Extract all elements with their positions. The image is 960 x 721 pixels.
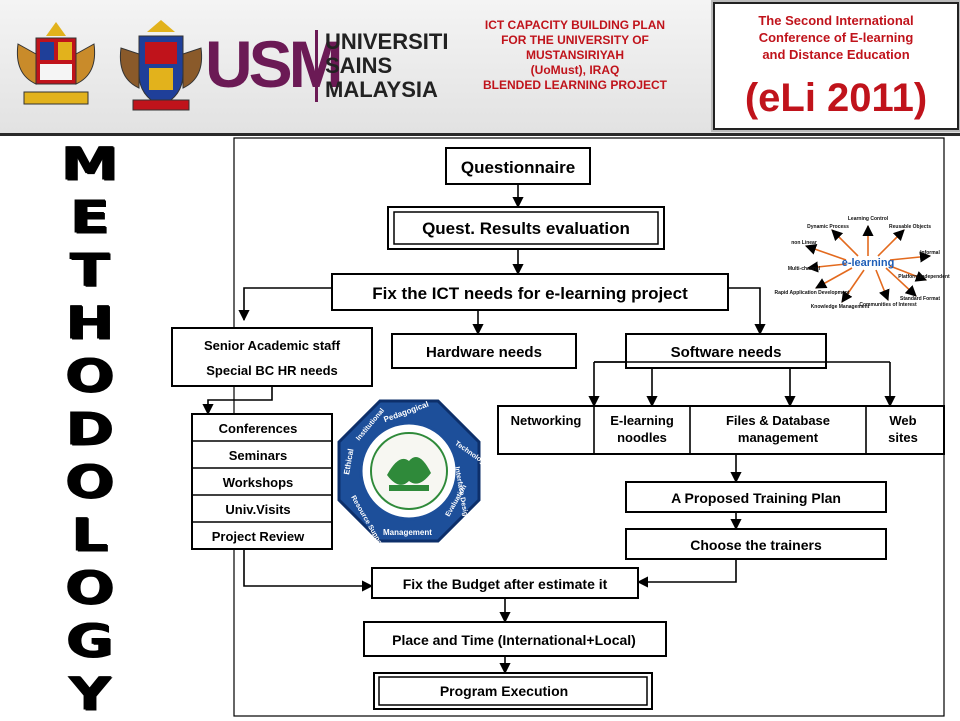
usm-line: MALAYSIA	[325, 77, 438, 102]
elearning-label: Standard Format	[900, 296, 940, 302]
seminars-label: Seminars	[229, 448, 288, 463]
budget-box: Fix the Budget after estimate it	[371, 567, 639, 599]
elearning-concept-graphic: e-learning Learning Control Dynamic Proc…	[774, 216, 950, 310]
elearning-label: Knowledge Management	[811, 304, 870, 310]
fix-needs-box: Fix the ICT needs for e-learning project	[331, 273, 729, 311]
hardware-label: Hardware needs	[426, 344, 542, 361]
place-time-label: Place and Time (International+Local)	[392, 632, 636, 648]
title-letter: D	[65, 402, 115, 456]
evaluation-label: Quest. Results evaluation	[422, 219, 630, 238]
project-title-line: BLENDED LEARNING PROJECT	[482, 78, 667, 92]
elearning-label: Communities of Interest	[859, 302, 917, 308]
arrow	[728, 287, 766, 336]
training-plan-label: A Proposed Training Plan	[671, 490, 841, 506]
conference-box: The Second International Conference of E…	[713, 2, 959, 130]
usm-mark: USM	[205, 27, 344, 101]
software-label: Software needs	[671, 344, 782, 361]
software-items-row: Networking E-learning noodles Files & Da…	[497, 405, 945, 455]
usm-logo: USM UNIVERSITI SAINS MALAYSIA	[205, 20, 448, 110]
conference-line: The Second International	[758, 13, 914, 28]
senior-staff-box: Senior Academic staff Special BC HR need…	[171, 327, 373, 387]
usm-line: SAINS	[325, 53, 393, 78]
project-title-line: FOR THE UNIVERSITY OF	[501, 33, 649, 47]
pedagogical-seal-icon: Pedagogical Technological Interface Desi…	[337, 399, 496, 551]
evaluation-box: Quest. Results evaluation	[387, 206, 665, 250]
elearning-label: noodles	[617, 430, 667, 445]
title-letter: Y	[69, 667, 111, 721]
conference-line: Conference of E-learning	[758, 30, 914, 45]
arrow	[636, 559, 737, 588]
budget-label: Fix the Budget after estimate it	[403, 576, 608, 592]
senior-staff-label: Senior Academic staff	[204, 338, 341, 353]
project-review-label: Project Review	[212, 529, 305, 544]
workshops-label: Workshops	[223, 475, 294, 490]
title-letter: O	[65, 561, 115, 615]
arrow	[202, 386, 273, 416]
place-time-box: Place and Time (International+Local)	[363, 621, 667, 657]
seal-label: Ethical	[342, 448, 355, 475]
title-letter: E	[70, 190, 110, 244]
questionnaire-box: Questionnaire	[445, 147, 591, 185]
conferences-label: Conferences	[219, 421, 298, 436]
conference-name: The Second International Conference of E…	[715, 12, 957, 63]
files-db-label: Files & Database	[726, 413, 830, 428]
fix-needs-label: Fix the ICT needs for e-learning project	[372, 284, 688, 303]
elearning-center-label: e-learning	[842, 257, 895, 269]
project-title: ICT CAPACITY BUILDING PLAN FOR THE UNIVE…	[450, 18, 700, 93]
university-crest-icon	[119, 20, 203, 111]
conference-line: and Distance Education	[762, 47, 910, 62]
web-sites-label: sites	[888, 430, 918, 445]
elearning-label: Multi-channel	[788, 266, 821, 272]
questionnaire-label: Questionnaire	[461, 158, 575, 177]
usm-line: UNIVERSITI	[325, 29, 449, 54]
conference-short-name: (eLi 2011)	[744, 76, 928, 120]
elearning-label: Rapid Application Development	[774, 290, 849, 296]
malaysia-coat-of-arms-icon	[16, 22, 96, 105]
title-letter: T	[70, 243, 110, 297]
elearning-label: E-learning	[610, 413, 674, 428]
execution-label: Program Execution	[440, 683, 568, 699]
special-hr-label: Special BC HR needs	[206, 363, 338, 378]
univ-visits-label: Univ.Visits	[225, 502, 290, 517]
networking-label: Networking	[511, 413, 582, 428]
arrow	[243, 549, 374, 592]
software-box: Software needs	[625, 333, 827, 369]
title-letter: M	[61, 137, 119, 191]
web-sites-label: Web	[889, 413, 916, 428]
title-letter: G	[66, 614, 114, 668]
title-letter: L	[71, 508, 109, 562]
elearning-label: non Linear	[791, 240, 817, 246]
header-banner: USM UNIVERSITI SAINS MALAYSIA ICT CAPACI…	[0, 0, 960, 136]
files-db-label: management	[738, 430, 819, 445]
title-letter: O	[65, 349, 115, 403]
methodology-vertical-title: M E T H O D O L O G Y	[30, 138, 150, 720]
usm-divider	[315, 30, 318, 102]
project-title-line: ICT CAPACITY BUILDING PLAN	[484, 18, 666, 32]
elearning-label: Platform Independent	[898, 274, 950, 280]
elearning-label: Reusable Objects	[889, 224, 931, 230]
elearning-label: Learning Control	[848, 216, 889, 222]
arrow	[238, 287, 332, 322]
elearning-label: Dynamic Process	[807, 224, 849, 230]
project-title-line: MUSTANSIRIYAH	[525, 48, 624, 62]
hr-items-stack: Conferences Seminars Workshops Univ.Visi…	[191, 413, 333, 550]
trainers-label: Choose the trainers	[690, 537, 822, 553]
trainers-box: Choose the trainers	[625, 528, 887, 560]
title-letter: O	[65, 455, 115, 509]
elearning-label: Informal	[920, 250, 940, 256]
project-title-line: (UoMust), IRAQ	[530, 63, 620, 77]
hardware-box: Hardware needs	[391, 333, 577, 369]
usm-wordmark: UNIVERSITI SAINS MALAYSIA	[325, 30, 448, 102]
seal-label: Management	[383, 528, 432, 537]
title-letter: H	[65, 296, 115, 350]
execution-box: Program Execution	[373, 672, 653, 710]
training-plan-box: A Proposed Training Plan	[625, 481, 887, 513]
